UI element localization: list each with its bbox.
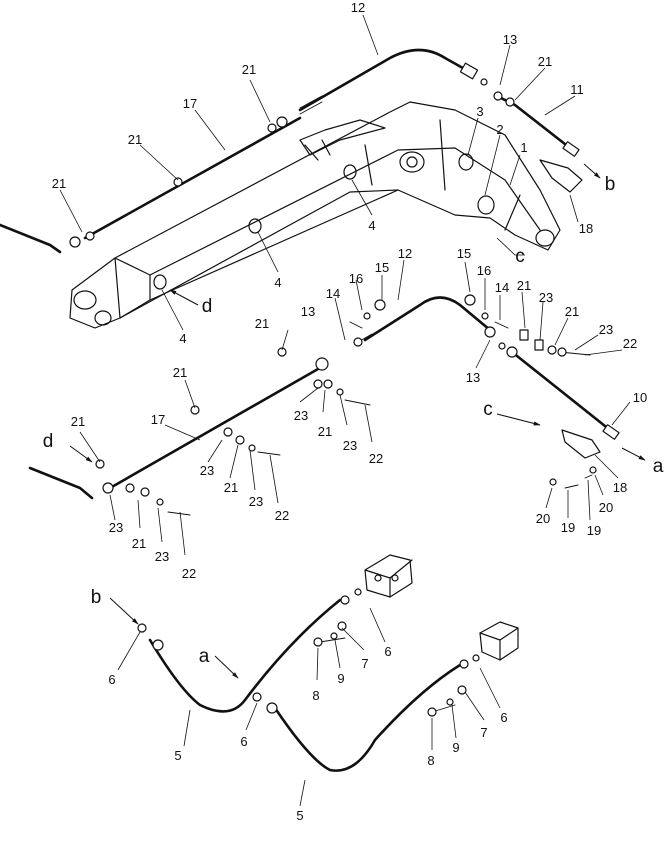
callout-22: 22 — [623, 336, 637, 351]
callout-23: 23 — [200, 463, 214, 478]
callout-4: 4 — [179, 331, 186, 346]
callout-3: 3 — [476, 104, 483, 119]
pipe-17-upper — [0, 116, 302, 254]
callout-23: 23 — [539, 290, 553, 305]
callout-22: 22 — [369, 451, 383, 466]
callout-1: 1 — [520, 140, 527, 155]
reference-letters: a a b b c c d d — [43, 174, 664, 667]
reference-letter-c: c — [483, 399, 493, 420]
callout-23: 23 — [109, 520, 123, 535]
callout-15: 15 — [375, 260, 389, 275]
callout-5: 5 — [174, 748, 181, 763]
callout-12: 12 — [351, 0, 365, 15]
valve-block-lower — [479, 621, 519, 661]
callout-2: 2 — [496, 122, 503, 137]
reference-letter-a: a — [653, 456, 664, 477]
callout-12: 12 — [398, 246, 412, 261]
callout-21: 21 — [255, 316, 269, 331]
callout-17: 17 — [183, 96, 197, 111]
callout-16: 16 — [349, 271, 363, 286]
bolts-lower — [313, 621, 467, 717]
callout-21: 21 — [318, 424, 332, 439]
callout-4: 4 — [274, 275, 281, 290]
valve-block-upper — [364, 554, 413, 598]
callout-20: 20 — [599, 500, 613, 515]
pipe-12-middle — [349, 294, 509, 347]
reference-letter-c: c — [515, 246, 525, 267]
callout-18: 18 — [613, 480, 627, 495]
callout-20: 20 — [536, 511, 550, 526]
boom-arm — [69, 101, 561, 329]
reference-arrows — [69, 163, 646, 679]
leader-lines — [59, 14, 631, 807]
reference-letter-a: a — [199, 646, 210, 667]
callout-13: 13 — [466, 370, 480, 385]
bracket-18-upper — [539, 159, 583, 193]
callout-22: 22 — [182, 566, 196, 581]
reference-letter-d: d — [202, 296, 213, 317]
callout-6: 6 — [240, 734, 247, 749]
bracket-18-middle — [549, 429, 601, 489]
callout-23: 23 — [249, 494, 263, 509]
callout-9: 9 — [337, 671, 344, 686]
callout-15: 15 — [457, 246, 471, 261]
callout-6: 6 — [108, 672, 115, 687]
callout-19: 19 — [561, 520, 575, 535]
callout-23: 23 — [155, 549, 169, 564]
callout-13: 13 — [503, 32, 517, 47]
callout-21: 21 — [173, 365, 187, 380]
callout-17: 17 — [151, 412, 165, 427]
callout-7: 7 — [480, 725, 487, 740]
callout-21: 21 — [132, 536, 146, 551]
hose-5-right — [266, 654, 480, 772]
callout-6: 6 — [500, 710, 507, 725]
pipe-12-upper — [298, 48, 488, 115]
callout-13: 13 — [301, 304, 315, 319]
callout-23: 23 — [599, 322, 613, 337]
callout-4: 4 — [368, 218, 375, 233]
reference-letter-d: d — [43, 431, 54, 452]
callout-9: 9 — [452, 740, 459, 755]
callout-14: 14 — [326, 286, 340, 301]
callout-21: 21 — [242, 62, 256, 77]
callout-21: 21 — [517, 278, 531, 293]
callout-16: 16 — [477, 263, 491, 278]
callout-21: 21 — [565, 304, 579, 319]
reference-letter-b: b — [91, 587, 102, 608]
callout-21: 21 — [71, 414, 85, 429]
callout-10: 10 — [633, 390, 647, 405]
callout-5: 5 — [296, 808, 303, 823]
callout-23: 23 — [294, 408, 308, 423]
callout-22: 22 — [275, 508, 289, 523]
reference-letter-b: b — [605, 174, 616, 195]
callout-8: 8 — [427, 753, 434, 768]
pipe-10 — [498, 329, 620, 440]
callout-21: 21 — [52, 176, 66, 191]
callout-19: 19 — [587, 523, 601, 538]
callout-21: 21 — [224, 480, 238, 495]
callout-8: 8 — [312, 688, 319, 703]
callout-23: 23 — [343, 438, 357, 453]
callout-18: 18 — [579, 221, 593, 236]
pipe-17-middle — [28, 347, 371, 516]
callout-14: 14 — [495, 280, 509, 295]
callout-7: 7 — [361, 656, 368, 671]
callout-21: 21 — [538, 54, 552, 69]
callout-11: 11 — [570, 82, 584, 97]
pipe-11 — [493, 91, 580, 157]
hose-5-left — [137, 588, 362, 713]
callout-21: 21 — [128, 132, 142, 147]
callout-6: 6 — [384, 644, 391, 659]
